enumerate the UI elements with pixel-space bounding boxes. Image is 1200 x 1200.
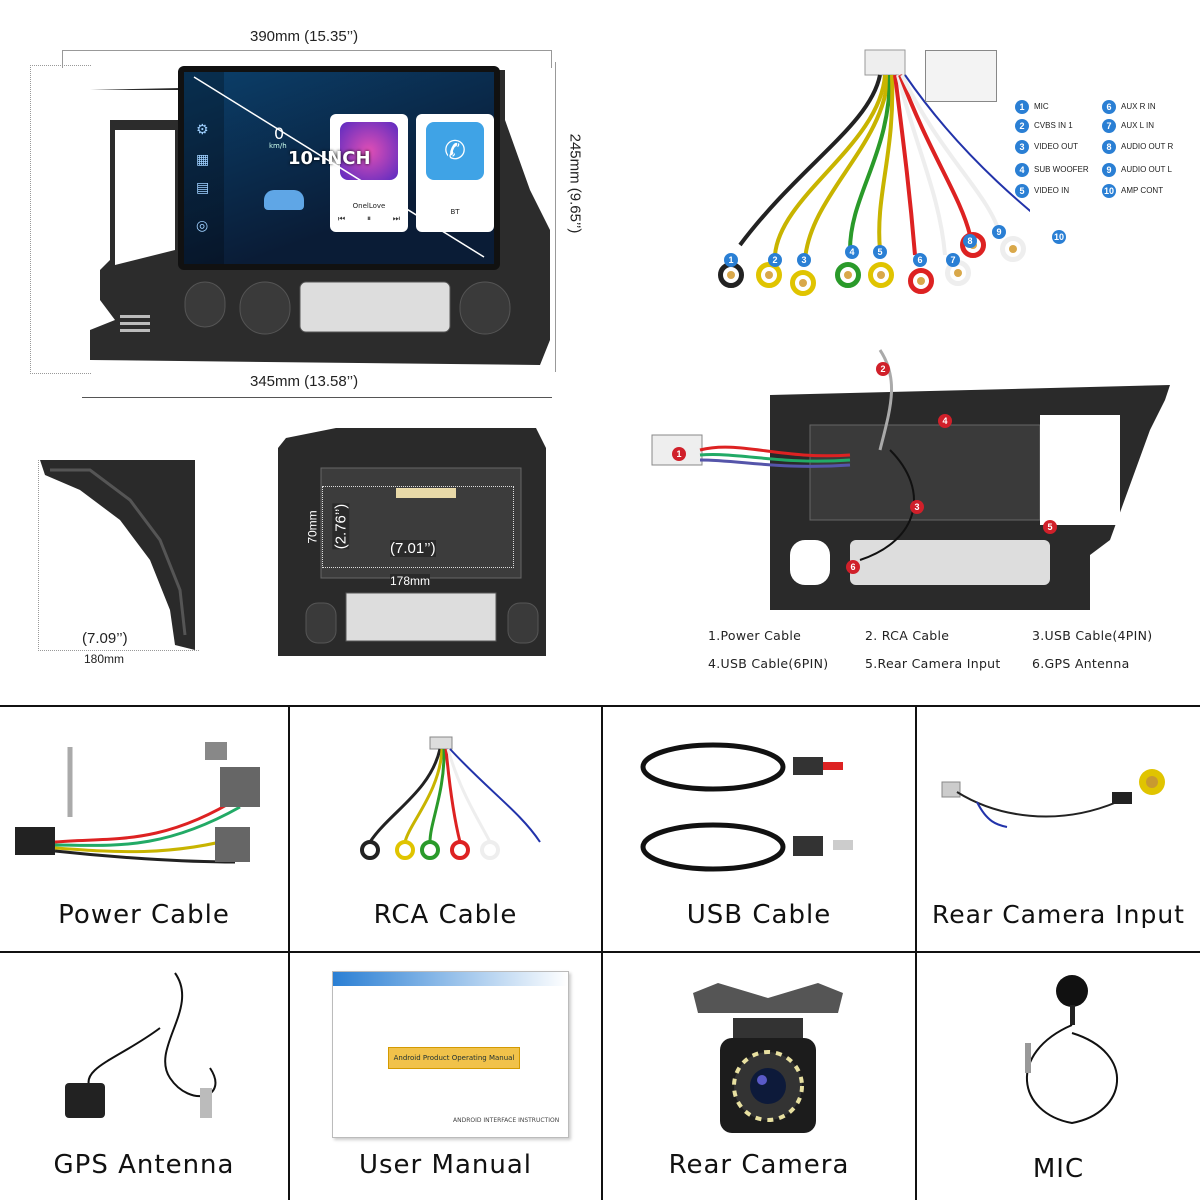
manual-header-bar (333, 972, 568, 986)
bluetooth-widget[interactable]: ✆ BT (416, 114, 494, 232)
install-legend-2: 2. RCA Cable (865, 628, 950, 643)
accessory-label: USB Cable (686, 900, 832, 930)
pause-icon[interactable]: ⏸ (367, 214, 371, 223)
side-depth-mm: 180mm (84, 652, 125, 666)
accessory-user-manual: Android Product Operating Manual ANDROID… (288, 951, 603, 1200)
accessory-label: GPS Antenna (53, 1150, 235, 1180)
accessory-power-cable: Power Cable (0, 705, 290, 953)
music-note-icon (340, 122, 398, 180)
accessory-rear-camera: Rear Camera (601, 951, 917, 1200)
glare-line (193, 76, 485, 258)
power-cable-image (15, 742, 260, 864)
manual-subtitle: ANDROID INTERFACE INSTRUCTION (453, 1117, 560, 1124)
car-icon (264, 190, 304, 210)
width-bottom-label: 345mm (13.58’’) (250, 373, 359, 390)
manual-image: Android Product Operating Manual ANDROID… (332, 971, 569, 1138)
install-legend-1: 1.Power Cable (708, 628, 802, 643)
side-view-guide (38, 460, 199, 651)
rear-camera-image (693, 983, 843, 1133)
grid-icon[interactable]: ▤ (196, 180, 210, 196)
rca-plug-6 (908, 268, 934, 294)
width-top-label: 390mm (15.35’’) (250, 28, 359, 45)
side-bracket (40, 460, 195, 650)
side-depth-in: (7.09’’) (82, 630, 128, 647)
speed-unit: km/h (269, 142, 287, 150)
next-icon[interactable]: ⏭ (392, 214, 400, 223)
rca-plug-5 (868, 262, 894, 288)
manual-title: Android Product Operating Manual (388, 1047, 520, 1069)
size-badge: 10-INCH (288, 148, 371, 169)
settings-icon[interactable]: ⚙ (196, 122, 209, 138)
outline-guide (30, 65, 91, 374)
bt-label: BT (450, 208, 460, 216)
accessory-label: MIC (1032, 1154, 1085, 1184)
accessory-rear-camera-input: Rear Camera Input (915, 705, 1200, 953)
android-screen: ⚙ ▦ ▤ ◎ 0 km/h OnelLove ⏮ ⏸ ⏭ ✆ BT 10-INCH (184, 72, 494, 264)
accessory-gps-antenna: GPS Antenna (0, 951, 290, 1200)
slot-width-mm: 178mm (390, 574, 431, 588)
rca-plug-4 (835, 262, 861, 288)
music-controls: ⏮ ⏸ ⏭ (338, 214, 400, 224)
slot-height-mm: 70mm (305, 510, 320, 544)
usb-cable-image (640, 742, 853, 872)
slot-height-in: (2.76’’) (332, 503, 350, 550)
accessory-usb-cable: USB Cable (601, 705, 917, 953)
music-widget[interactable]: OnelLove ⏮ ⏸ ⏭ (330, 114, 408, 232)
install-legend-6: 6.GPS Antenna (1032, 656, 1130, 671)
music-title: OnelLove (352, 202, 386, 210)
accessory-label: User Manual (358, 1150, 532, 1180)
accessory-label: RCA Cable (373, 900, 518, 930)
gps-antenna-image (65, 972, 217, 1118)
phone-icon: ✆ (426, 122, 484, 180)
rear-camera-input-image (941, 769, 1165, 828)
install-legend-4: 4.USB Cable(6PIN) (708, 656, 829, 671)
mic-image (1025, 975, 1118, 1125)
rca-harness (738, 49, 1030, 261)
install-legend-3: 3.USB Cable(4PIN) (1032, 628, 1153, 643)
height-label: 245mm (9.65’’) (566, 133, 584, 234)
speed-value: 0 (274, 124, 285, 143)
accessory-label: Rear Camera (668, 1150, 850, 1180)
accessories-grid: Power Cable RCA Cable USB Cable (0, 705, 1200, 1200)
accessory-rca-cable: RCA Cable (288, 705, 603, 953)
screen-sidebar (184, 72, 224, 264)
apps-icon[interactable]: ▦ (196, 152, 210, 168)
rca-plug-3 (790, 270, 816, 296)
slot-width-in: (7.01’’) (390, 540, 436, 557)
install-diagram (651, 349, 1170, 610)
connector-inset (925, 50, 997, 102)
slot-guide (322, 486, 514, 568)
accessory-mic: MIC (915, 951, 1200, 1200)
install-legend-5: 5.Rear Camera Input (865, 656, 1001, 671)
rca-plug-9 (1000, 236, 1026, 262)
navigation-icon[interactable]: ◎ (196, 218, 209, 234)
accessory-label: Power Cable (58, 900, 230, 930)
rca-cable-image (360, 736, 541, 860)
previous-icon[interactable]: ⏮ (338, 214, 346, 223)
accessory-label: Rear Camera Input (932, 900, 1185, 929)
